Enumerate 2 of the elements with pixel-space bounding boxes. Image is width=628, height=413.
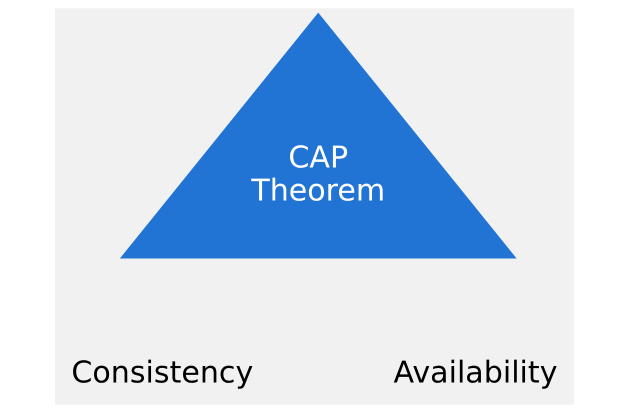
label: Availability [393,355,558,390]
label: Consistency [70,355,253,390]
